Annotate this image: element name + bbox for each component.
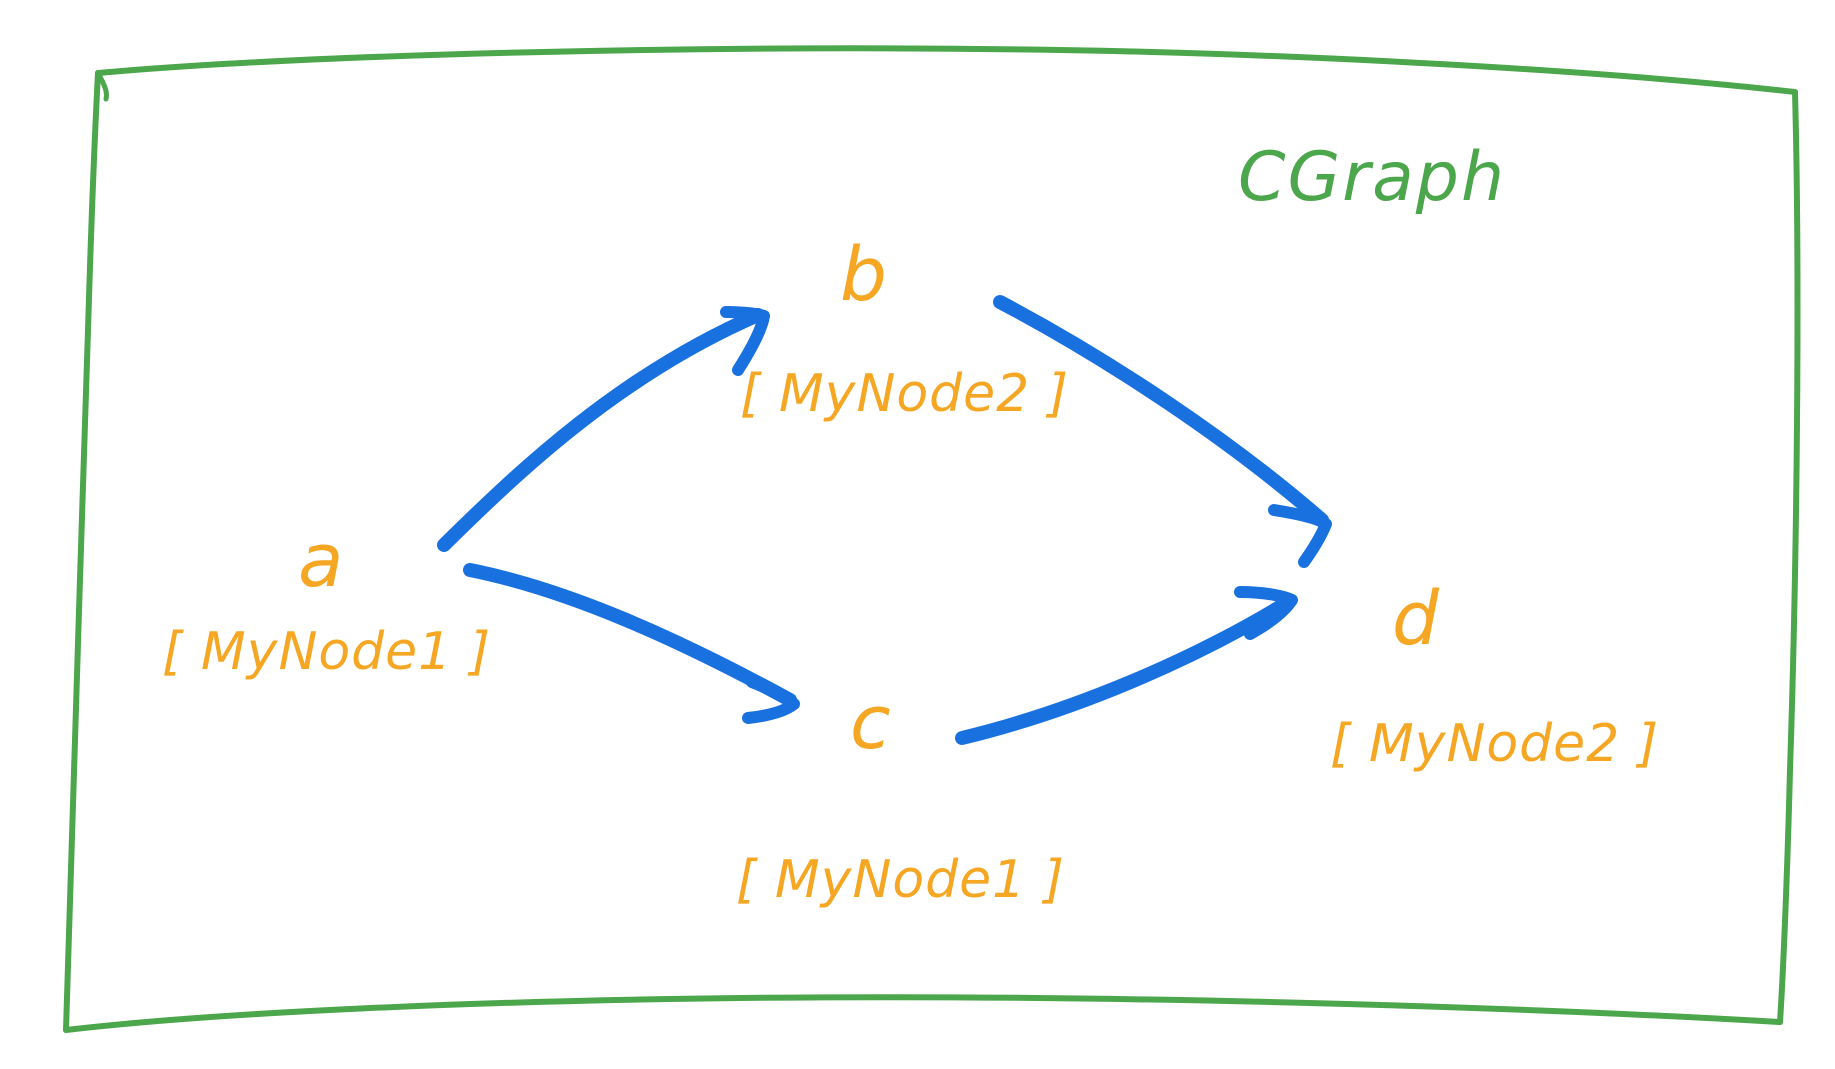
edge-layer [437,295,1332,745]
node-d-id[interactable]: d [1392,576,1439,662]
node-d-type-label[interactable]: [ MyNode2 ] [1330,714,1660,774]
node-a-id[interactable]: a [298,518,344,604]
node-b-id[interactable]: b [840,232,887,318]
frame-title: CGraph [1238,138,1507,217]
edge-a-to-c[interactable] [463,563,800,724]
node-a-type-label[interactable]: [ MyNode1 ] [162,622,492,682]
node-c-id[interactable]: c [850,680,891,766]
edge-b-to-d[interactable] [993,295,1332,568]
frame-border[interactable] [63,45,1801,1033]
node-c-type-label[interactable]: [ MyNode1 ] [736,850,1066,910]
edge-c-to-d[interactable] [955,586,1298,745]
node-b-type-label[interactable]: [ MyNode2 ] [740,364,1070,424]
edge-a-to-b[interactable] [437,306,770,552]
